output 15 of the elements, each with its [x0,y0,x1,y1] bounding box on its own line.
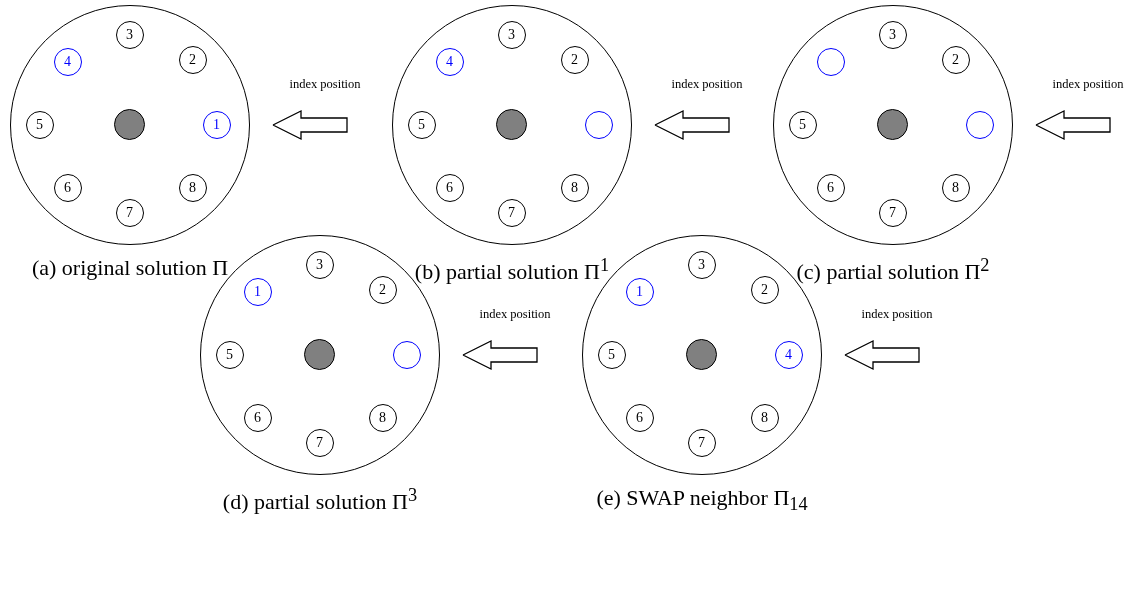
node-label: (c) partial solution Π$^{2}$ [796,255,990,286]
node-label: (e) SWAP neighbor Π$_{14}$ [596,485,808,516]
node-label: (a) original solution Π [31,255,229,281]
position-label: index position [479,307,551,322]
center-circle [304,339,335,370]
center-circle [496,109,527,140]
position-label: index position [1052,77,1124,92]
node-label: (d) partial solution Π$^{3}$ [222,485,418,516]
center-circle [686,339,717,370]
node-label: (b) partial solution Π$^{1}$ [414,255,610,286]
position-label: index position [671,77,743,92]
center-circle [877,109,908,140]
center-circle [114,109,145,140]
position-label: index position [289,77,361,92]
position-label: index position [861,307,933,322]
